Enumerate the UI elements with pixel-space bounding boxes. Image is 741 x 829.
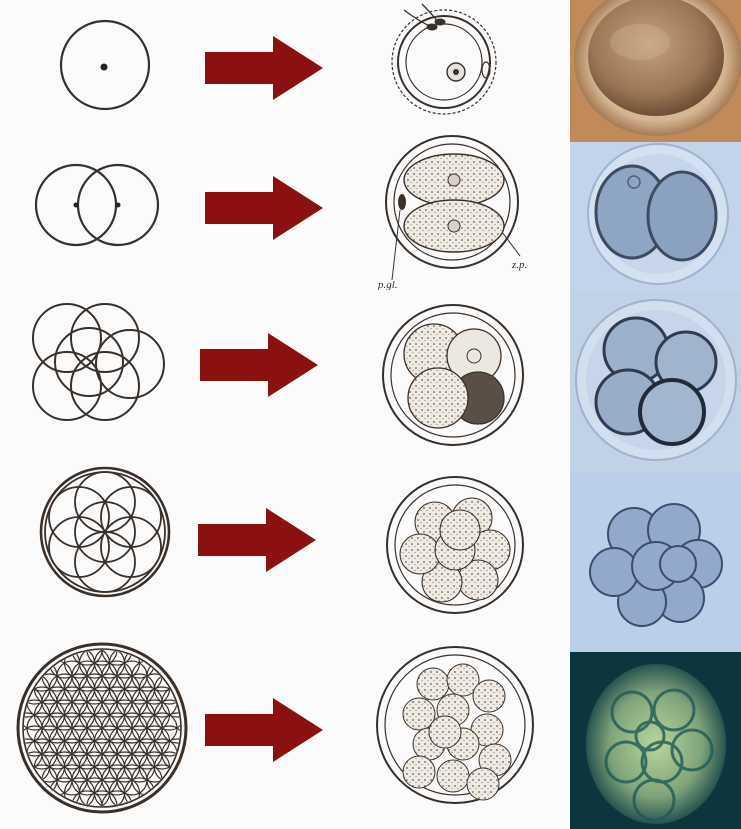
photo-oocyte xyxy=(570,0,741,142)
engraving-eight-cell xyxy=(380,470,530,620)
blastomere xyxy=(429,716,461,748)
photo-morula xyxy=(570,652,741,829)
geometry-tripod-of-life xyxy=(25,298,175,428)
engraving-morula xyxy=(375,640,535,810)
engraving-two-cell: p.gl. z.p. xyxy=(370,130,530,290)
engraving-fertilized-egg xyxy=(372,0,512,120)
label-zona-pellucida: z.p. xyxy=(511,259,527,271)
right-arrow-icon xyxy=(205,698,325,762)
geometry-seed-of-life xyxy=(35,462,175,602)
right-arrow-icon xyxy=(205,176,325,240)
geometry-flower-of-life xyxy=(14,640,190,816)
geometry-vesica-piscis xyxy=(28,153,168,263)
engraving-four-cell xyxy=(378,300,528,450)
photo-two-cell-embryo xyxy=(570,142,741,292)
right-arrow-icon xyxy=(198,508,318,572)
photo-eight-cell-embryo xyxy=(570,472,741,652)
blastomere xyxy=(467,768,499,800)
blastomere xyxy=(403,756,435,788)
blastomere xyxy=(417,668,449,700)
blastomere xyxy=(473,680,505,712)
photo-four-cell-embryo xyxy=(570,292,741,472)
label-polar-body: p.gl. xyxy=(377,279,398,290)
blastomere xyxy=(437,760,469,792)
blastomere xyxy=(440,510,480,550)
geometry-single-circle xyxy=(50,10,160,120)
blastomere xyxy=(400,534,440,574)
right-arrow-icon xyxy=(205,36,325,100)
right-arrow-icon xyxy=(200,333,320,397)
